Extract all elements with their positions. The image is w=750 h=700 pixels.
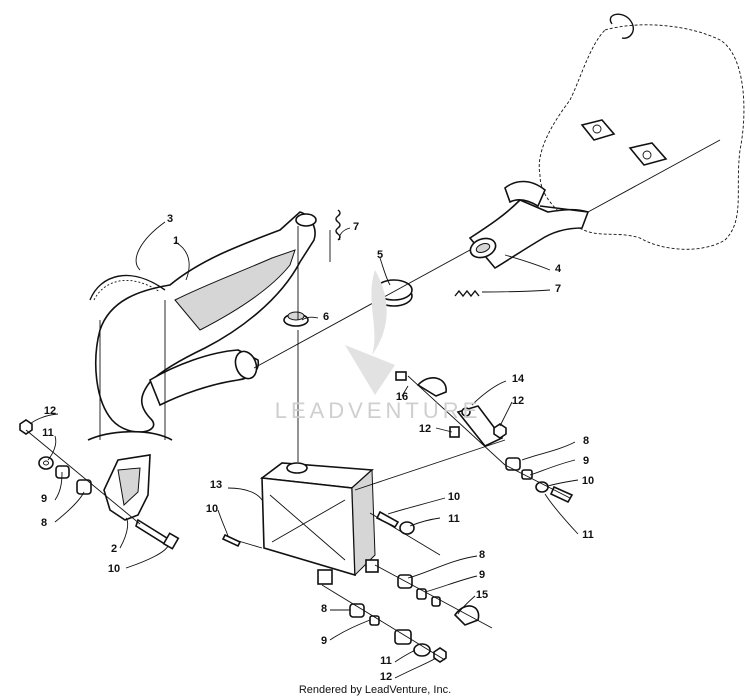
- callout-12-right: 12: [512, 395, 524, 407]
- exhaust-manifold: [468, 180, 590, 270]
- callout-11-bottom: 11: [380, 655, 392, 667]
- callout-15: 15: [476, 589, 488, 601]
- callout-10-center-left: 10: [206, 503, 218, 515]
- callout-8-lower-right: 8: [479, 549, 485, 561]
- callout-10-left: 10: [108, 563, 120, 575]
- damper-plate: [416, 377, 447, 397]
- grommet: [283, 311, 309, 327]
- callout-10-center: 10: [448, 491, 460, 503]
- hardware-left: [19, 419, 180, 550]
- callout-13: 13: [210, 479, 222, 491]
- spring-lower: [454, 289, 480, 298]
- leader-lines: [29, 221, 579, 679]
- callout-11-center: 11: [448, 513, 460, 525]
- callout-5: 5: [377, 249, 383, 261]
- assembly-lines: [25, 139, 721, 661]
- callout-1: 1: [173, 235, 179, 247]
- leadventure-watermark: LEADVENTURE: [275, 270, 482, 423]
- callout-6: 6: [323, 311, 329, 323]
- watermark-text: LEADVENTURE: [275, 398, 482, 423]
- callout-8-left: 8: [41, 517, 47, 529]
- callout-9-left: 9: [41, 493, 47, 505]
- callout-2: 2: [111, 543, 117, 555]
- callout-12-bottom: 12: [380, 671, 392, 683]
- callout-4: 4: [555, 263, 562, 275]
- rear-mount-bracket: [87, 430, 173, 521]
- callout-8-right: 8: [583, 435, 589, 447]
- callout-3: 3: [167, 213, 173, 225]
- engine-exhaust-port-upper: [580, 119, 616, 141]
- callout-12-center: 12: [419, 423, 431, 435]
- callout-labels: 3 1 7 5 6 4 7 14 16 12 12 12 11 9 8 2 10…: [41, 213, 594, 683]
- mount-bracket-plate: [456, 405, 504, 447]
- engine-outline: [538, 13, 745, 250]
- callout-12-left: 12: [44, 405, 56, 417]
- callout-16: 16: [396, 391, 408, 403]
- callout-7-lower: 7: [555, 283, 561, 295]
- heat-shield: [89, 274, 166, 301]
- muffler-box: [259, 462, 379, 585]
- callout-7-upper: 7: [353, 221, 359, 233]
- callout-11-right: 11: [582, 529, 594, 541]
- callout-11-left: 11: [42, 427, 54, 439]
- callout-10-right: 10: [582, 475, 594, 487]
- spring-upper: [335, 209, 341, 241]
- footer-credit: Rendered by LeadVenture, Inc.: [298, 684, 452, 696]
- exhaust-pipe: [95, 211, 317, 433]
- callout-9-lower-left: 9: [321, 635, 327, 647]
- callout-8-lower-left: 8: [321, 603, 327, 615]
- engine-exhaust-port-lower: [628, 142, 668, 166]
- callout-14: 14: [512, 373, 525, 385]
- callout-9-right: 9: [583, 455, 589, 467]
- callout-9-lower-right: 9: [479, 569, 485, 581]
